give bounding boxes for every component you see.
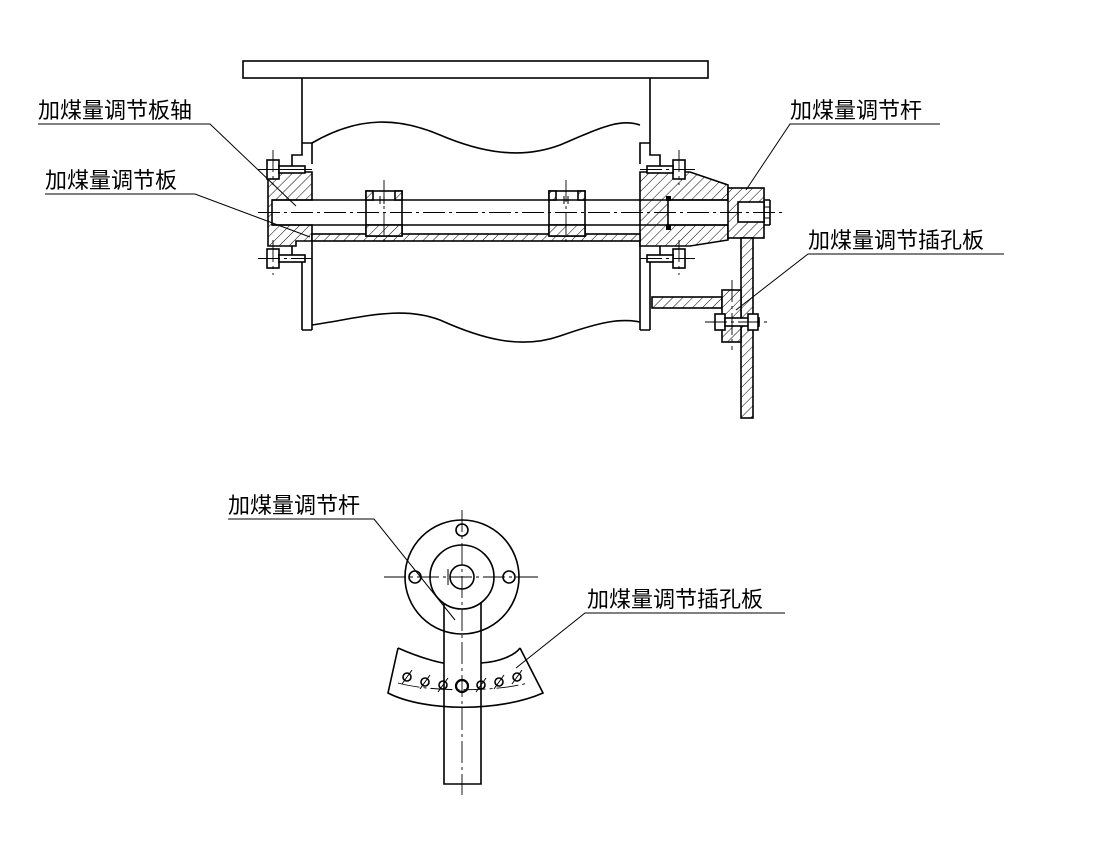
label-plate-shaft: 加煤量调节板轴 xyxy=(38,99,192,124)
leader-rod-top xyxy=(745,123,940,191)
break-line-bottom xyxy=(311,312,641,343)
leader-hole-plate-bottom xyxy=(515,612,785,669)
hub-key-mark-bottom xyxy=(666,225,671,230)
housing-right-wall xyxy=(639,78,661,331)
label-hole-plate-bottom: 加煤量调节插孔板 xyxy=(587,588,763,613)
label-hole-plate-top: 加煤量调节插孔板 xyxy=(808,229,984,254)
section-view xyxy=(38,60,1004,419)
bracket-arm xyxy=(651,296,723,309)
leader-rod-bottom xyxy=(228,518,456,621)
leader-plate-shaft xyxy=(38,123,297,207)
break-line-top xyxy=(311,121,641,154)
right-hub-block xyxy=(639,171,729,247)
shaft-collar-right xyxy=(548,190,586,237)
housing-left-wall xyxy=(291,78,313,331)
label-rod-top: 加煤量调节杆 xyxy=(790,99,922,124)
label-rod-bottom: 加煤量调节杆 xyxy=(228,494,360,519)
label-plate: 加煤量调节板 xyxy=(45,169,177,194)
end-hole-plate xyxy=(387,647,545,708)
hub-key-mark-top xyxy=(666,196,671,201)
top-flange-plate xyxy=(242,60,709,79)
leader-hole-plate-top xyxy=(735,253,1004,311)
end-view xyxy=(228,510,785,795)
leader-plate xyxy=(45,193,311,238)
adjusting-plate xyxy=(311,233,641,242)
